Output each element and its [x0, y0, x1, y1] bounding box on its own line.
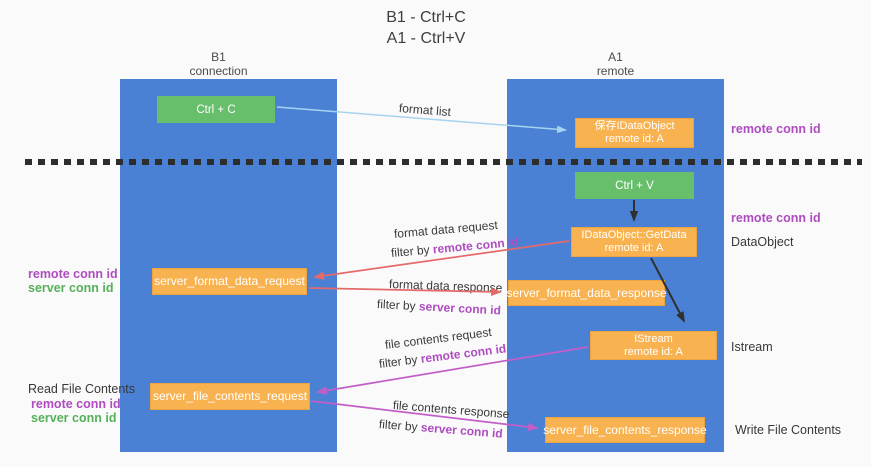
server-format-data-request-box: server_format_data_request [152, 268, 307, 295]
idataobject-getdata-line2: remote id: A [604, 242, 664, 254]
remote-conn-id-annotation-left: remote conn id [28, 267, 118, 281]
idataobject-getdata-line1: IDataObject::GetData [581, 229, 687, 241]
filter-by-text: filter by [376, 297, 417, 314]
istream-box: IStream remote id: A [590, 331, 717, 360]
diagram-title: B1 - Ctrl+C A1 - Ctrl+V [0, 7, 852, 49]
title-line-1: B1 - Ctrl+C [386, 9, 466, 26]
server-conn-id-annotation-left: server conn id [28, 281, 114, 295]
lifeline-a1-header: A1 remote [507, 50, 724, 78]
server-file-contents-response-label: server_file_contents_response [543, 422, 707, 437]
server-format-data-request-label: server_format_data_request [154, 274, 305, 288]
write-file-contents-annotation: Write File Contents [735, 423, 842, 437]
remote-conn-id-annotation-mid-right: remote conn id [731, 211, 821, 225]
server-conn-id-text: server conn id [420, 420, 504, 441]
read-file-contents-annotation: Read File Contents [28, 382, 136, 396]
ctrl-v-box: Ctrl + V [575, 172, 694, 199]
filter-by-text: filter by [378, 352, 419, 371]
save-idataobject-line1: 保存IDataObject [594, 120, 675, 132]
filter-by-text: filter by [378, 417, 419, 435]
ctrl-c-label: Ctrl + C [196, 103, 236, 116]
format-data-response-filter-label: filter by server conn id [377, 297, 502, 317]
lifeline-b1-name: B1 [211, 50, 226, 64]
istream-annotation: Istream [731, 340, 773, 354]
lifeline-b1-role: connection [189, 64, 248, 78]
lifeline-a1-role: remote [596, 64, 635, 78]
remote-conn-id-annotation-left-bottom: remote conn id [31, 397, 121, 411]
idataobject-getdata-box: IDataObject::GetData remote id: A [571, 227, 697, 257]
server-file-contents-request-box: server_file_contents_request [150, 383, 310, 410]
lifeline-a1-name: A1 [608, 50, 623, 64]
title-line-2: A1 - Ctrl+V [386, 30, 466, 47]
server-conn-id-text: server conn id [418, 299, 502, 318]
save-idataobject-line2: remote id: A [605, 133, 664, 145]
server-format-data-response-box: server_format_data_response [506, 280, 667, 306]
server-file-contents-request-label: server_file_contents_request [152, 389, 308, 403]
dataobject-annotation: DataObject [731, 235, 794, 249]
istream-line1: IStream [634, 332, 673, 345]
lifeline-b1-header: B1 connection [110, 50, 327, 78]
format-list-label: format list [398, 101, 452, 120]
save-idataobject-box: 保存IDataObject remote id: A [575, 118, 694, 148]
ctrl-v-label: Ctrl + V [615, 179, 654, 192]
istream-line2: remote id: A [624, 345, 683, 358]
format-data-response-label: format data response [388, 277, 503, 295]
session-separator-dashed-line [25, 159, 862, 165]
file-contents-response-filter-label: filter by server conn id [378, 417, 503, 441]
filter-by-text: filter by [390, 242, 431, 260]
remote-conn-id-annotation-top-right: remote conn id [731, 122, 821, 136]
server-format-data-response-label: server_format_data_response [506, 285, 667, 300]
ctrl-c-box: Ctrl + C [157, 96, 275, 123]
server-file-contents-response-box: server_file_contents_response [543, 417, 707, 443]
file-contents-response-label: file contents response [392, 398, 510, 422]
server-conn-id-annotation-left-bottom: server conn id [31, 411, 117, 425]
